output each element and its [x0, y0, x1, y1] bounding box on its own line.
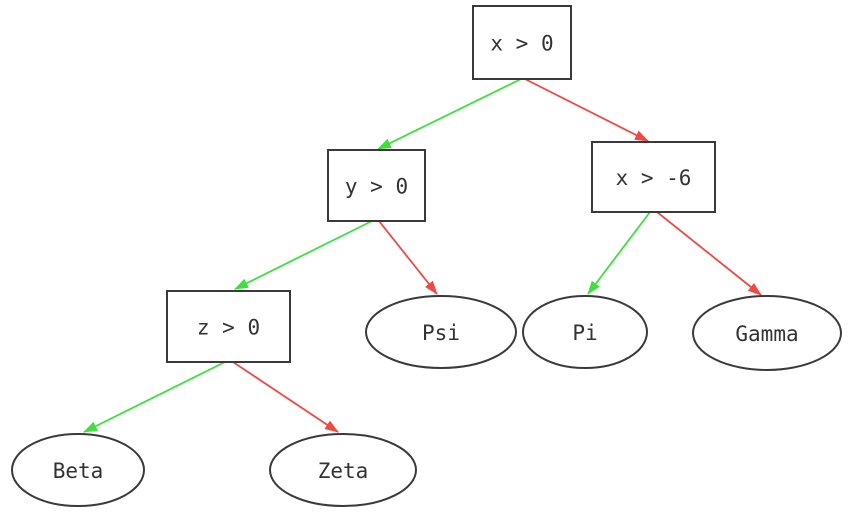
edge-cond-x6-to-gamma: [656, 211, 762, 296]
node-psi-label: Psi: [422, 321, 460, 345]
edge-root-to-cond-x6: [524, 78, 649, 142]
node-cond-y: y > 0: [327, 149, 426, 222]
edge-cond-z-to-beta: [83, 361, 226, 433]
node-root: x > 0: [472, 5, 572, 80]
node-pi-label: Pi: [572, 321, 597, 345]
node-zeta-ellipse: [269, 433, 417, 507]
node-cond-x6-label: x > -6: [616, 166, 692, 190]
node-gamma: Gamma: [692, 295, 842, 371]
node-cond-y-box: [327, 149, 426, 222]
node-cond-z-box: [166, 290, 291, 363]
node-zeta: Zeta: [269, 433, 417, 507]
edge-root-to-cond-y: [377, 78, 522, 150]
node-beta-label: Beta: [53, 459, 104, 483]
node-gamma-ellipse: [692, 295, 842, 371]
node-pi-ellipse: [522, 295, 648, 369]
edge-cond-x6-to-pi: [587, 211, 651, 295]
edge-cond-y-to-psi: [378, 220, 438, 295]
node-gamma-label: Gamma: [735, 322, 798, 346]
node-zeta-label: Zeta: [318, 459, 369, 483]
node-pi: Pi: [522, 295, 648, 369]
node-cond-y-label: y > 0: [345, 175, 408, 199]
edge-cond-z-to-zeta: [232, 361, 339, 433]
node-psi-ellipse: [365, 295, 517, 369]
node-psi: Psi: [365, 295, 517, 369]
edge-cond-y-to-cond-z: [234, 220, 373, 290]
edges: [83, 78, 762, 433]
node-root-label: x > 0: [490, 32, 553, 56]
node-cond-x6-box: [591, 141, 716, 213]
node-cond-x6: x > -6: [591, 141, 716, 213]
node-cond-z: z > 0: [166, 290, 291, 363]
node-cond-z-label: z > 0: [197, 316, 260, 340]
node-beta-ellipse: [11, 433, 145, 507]
node-beta: Beta: [11, 433, 145, 507]
node-root-box: [472, 5, 572, 80]
